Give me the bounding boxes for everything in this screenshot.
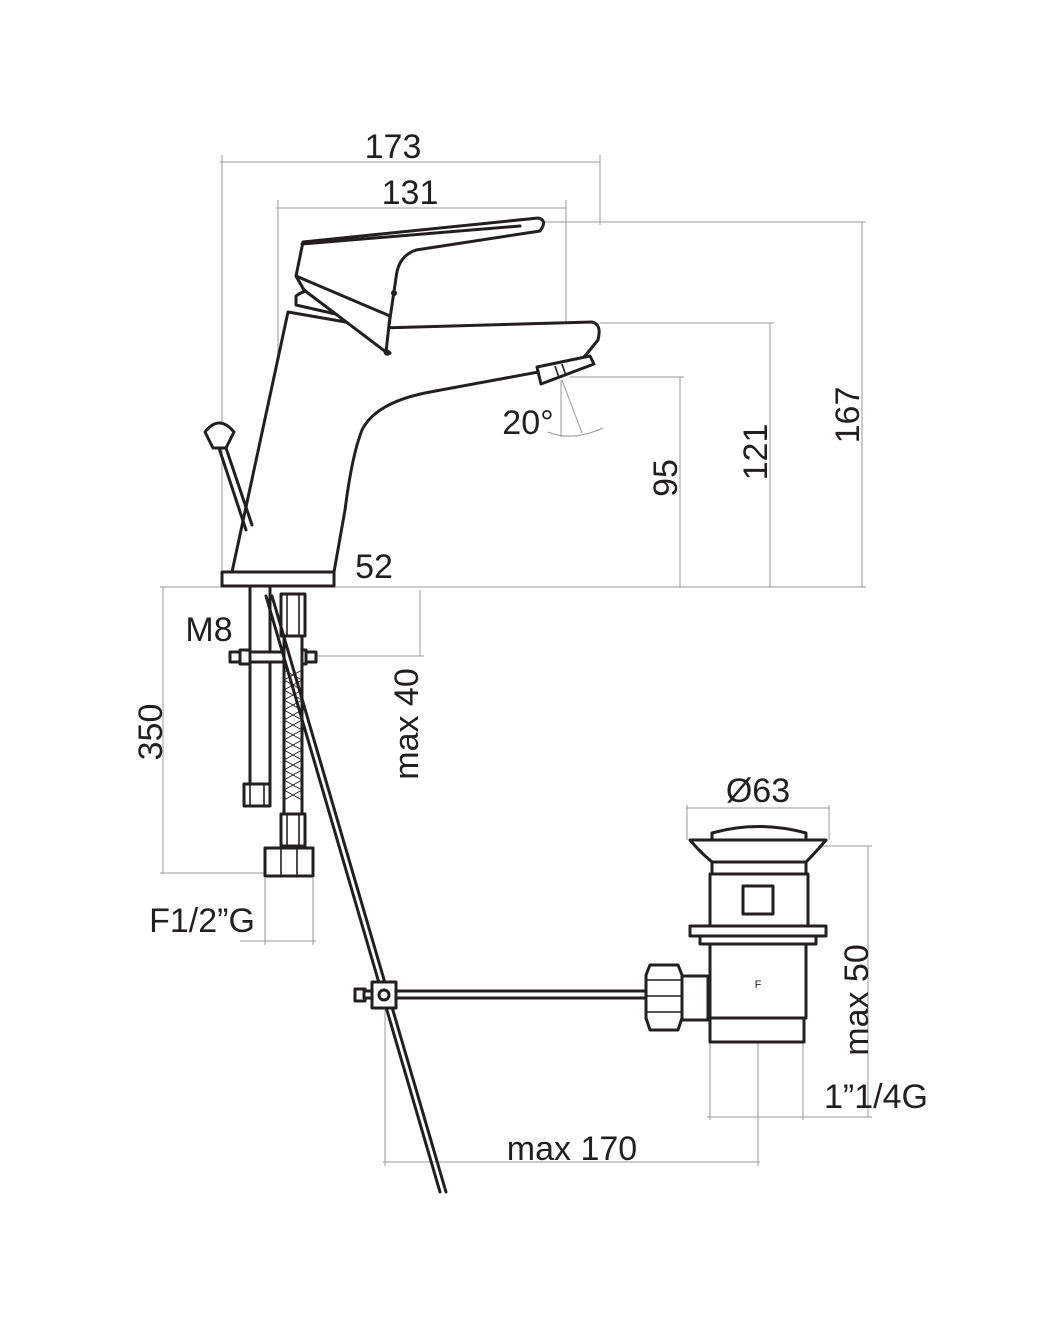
under-deck-fittings: [228, 584, 318, 878]
dimension-fixing-thread: M8: [185, 611, 232, 649]
dimension-labels: 173 131 167 121 95 20° 52 M8 350 max 40 …: [132, 128, 928, 1168]
dimension-base-diameter: 52: [355, 548, 393, 586]
dimension-lines: [160, 155, 872, 1166]
dimension-total-height: 167: [829, 387, 867, 444]
dimension-hose-connection: F1/2”G: [149, 902, 255, 940]
dimension-waste-thread: 1”1/4G: [824, 1078, 928, 1116]
faucet-body: [203, 216, 601, 588]
waste-marking: F: [755, 979, 762, 991]
dimension-outlet-height: 95: [647, 459, 685, 497]
dimension-spout-height: 121: [737, 424, 775, 481]
dimension-rod-max-length: max 170: [507, 1130, 637, 1168]
dimension-waste-diameter: Ø63: [726, 772, 790, 810]
pop-up-waste: F: [264, 594, 828, 1194]
dimension-hose-length: 350: [132, 704, 170, 761]
dimension-overall-width: 173: [365, 128, 422, 166]
dimension-waste-max-thickness: max 50: [838, 944, 876, 1056]
dimension-max-deck-thickness: max 40: [388, 668, 426, 780]
dimension-outlet-angle: 20°: [502, 404, 553, 442]
dimension-spout-reach: 131: [382, 174, 439, 212]
